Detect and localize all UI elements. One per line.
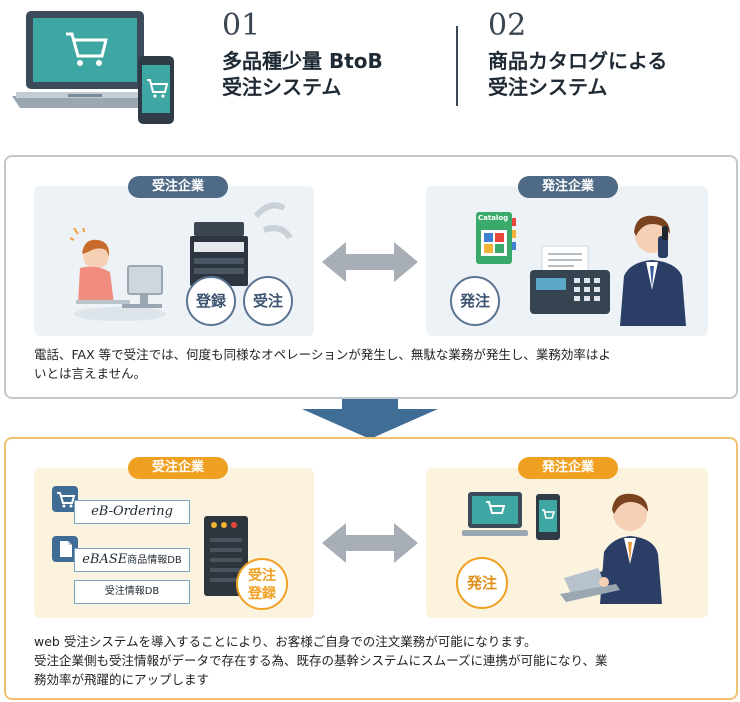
businessman-at-laptop-illustration (560, 486, 674, 604)
item2-title-line1: 商品カタログによる (488, 49, 668, 73)
after-sender-label: 発注企業 (518, 457, 618, 479)
after-description-line2: 受注企業側も受注情報がデータで存在する為、既存の基幹システムにスムーズに連携が可… (34, 653, 608, 668)
item1-title-line2: 受注システム (222, 75, 342, 99)
before-order-place-badge: 発注 (450, 276, 500, 326)
item1-number: 01 (222, 8, 261, 43)
fax-machine-icon (528, 244, 612, 316)
after-description-line1: web 受注システムを導入することにより、お客様ご自身での注文業務が可能になりま… (34, 634, 537, 649)
header-divider (456, 26, 458, 106)
before-description-line2: いとは言えません。 (34, 366, 147, 381)
item2-title-line2: 受注システム (488, 75, 608, 99)
order-db-label: 受注情報DB (104, 586, 160, 597)
woman-operator-illustration (67, 225, 170, 323)
register-badge: 登録 (186, 276, 236, 326)
after-description-line3: 務効率が飛躍的にアップします (34, 672, 210, 687)
item1-title: 多品種少量 BtoB 受注システム (222, 48, 383, 100)
before-receiver-label: 受注企業 (128, 176, 228, 198)
header-device-illustration (10, 8, 180, 126)
eb-ordering-box: eB-Ordering (74, 500, 190, 524)
eb-ordering-label: eB-Ordering (91, 504, 173, 519)
before-description-line1: 電話、FAX 等で受注では、何度も同様なオペレーションが発生し、無駄な業務が発生… (34, 347, 611, 362)
before-panel (4, 155, 738, 399)
order-db-box: 受注情報DB (74, 580, 190, 604)
before-sender-label: 発注企業 (518, 176, 618, 198)
shopping-cart-icon (52, 486, 78, 512)
after-double-arrow-icon (320, 521, 420, 565)
item1-title-line1: 多品種少量 BtoB (222, 49, 383, 73)
stamp-line1: 受注 (248, 568, 276, 584)
copier-machine-icon (186, 194, 296, 290)
item2-number: 02 (488, 8, 527, 43)
before-description: 電話、FAX 等で受注では、何度も同様なオペレーションが発生し、無駄な業務が発生… (34, 345, 724, 383)
phone-cart-icon (536, 494, 560, 540)
order-receive-badge: 受注 (243, 276, 293, 326)
catalog-text: Catalog (478, 214, 509, 222)
businessman-on-phone-illustration (614, 206, 690, 326)
order-register-stamp: 受注 登録 (236, 558, 288, 610)
after-order-place-badge: 発注 (456, 557, 508, 609)
transition-down-arrow-icon (302, 399, 438, 439)
after-panel (4, 437, 738, 700)
document-icon (52, 536, 78, 562)
laptop-cart-icon (462, 492, 528, 542)
after-description: web 受注システムを導入することにより、お客様ご自身での注文業務が可能になりま… (34, 632, 724, 689)
before-double-arrow-icon (320, 240, 420, 284)
ebase-prefix: eBASE (82, 552, 128, 567)
after-receiver-label: 受注企業 (128, 457, 228, 479)
catalog-icon (472, 210, 518, 266)
item2-title: 商品カタログによる 受注システム (488, 48, 667, 100)
ebase-box: eBASE商品情報DB (74, 548, 190, 572)
stamp-line2: 登録 (248, 586, 276, 602)
ebase-suffix: 商品情報DB (127, 555, 182, 566)
